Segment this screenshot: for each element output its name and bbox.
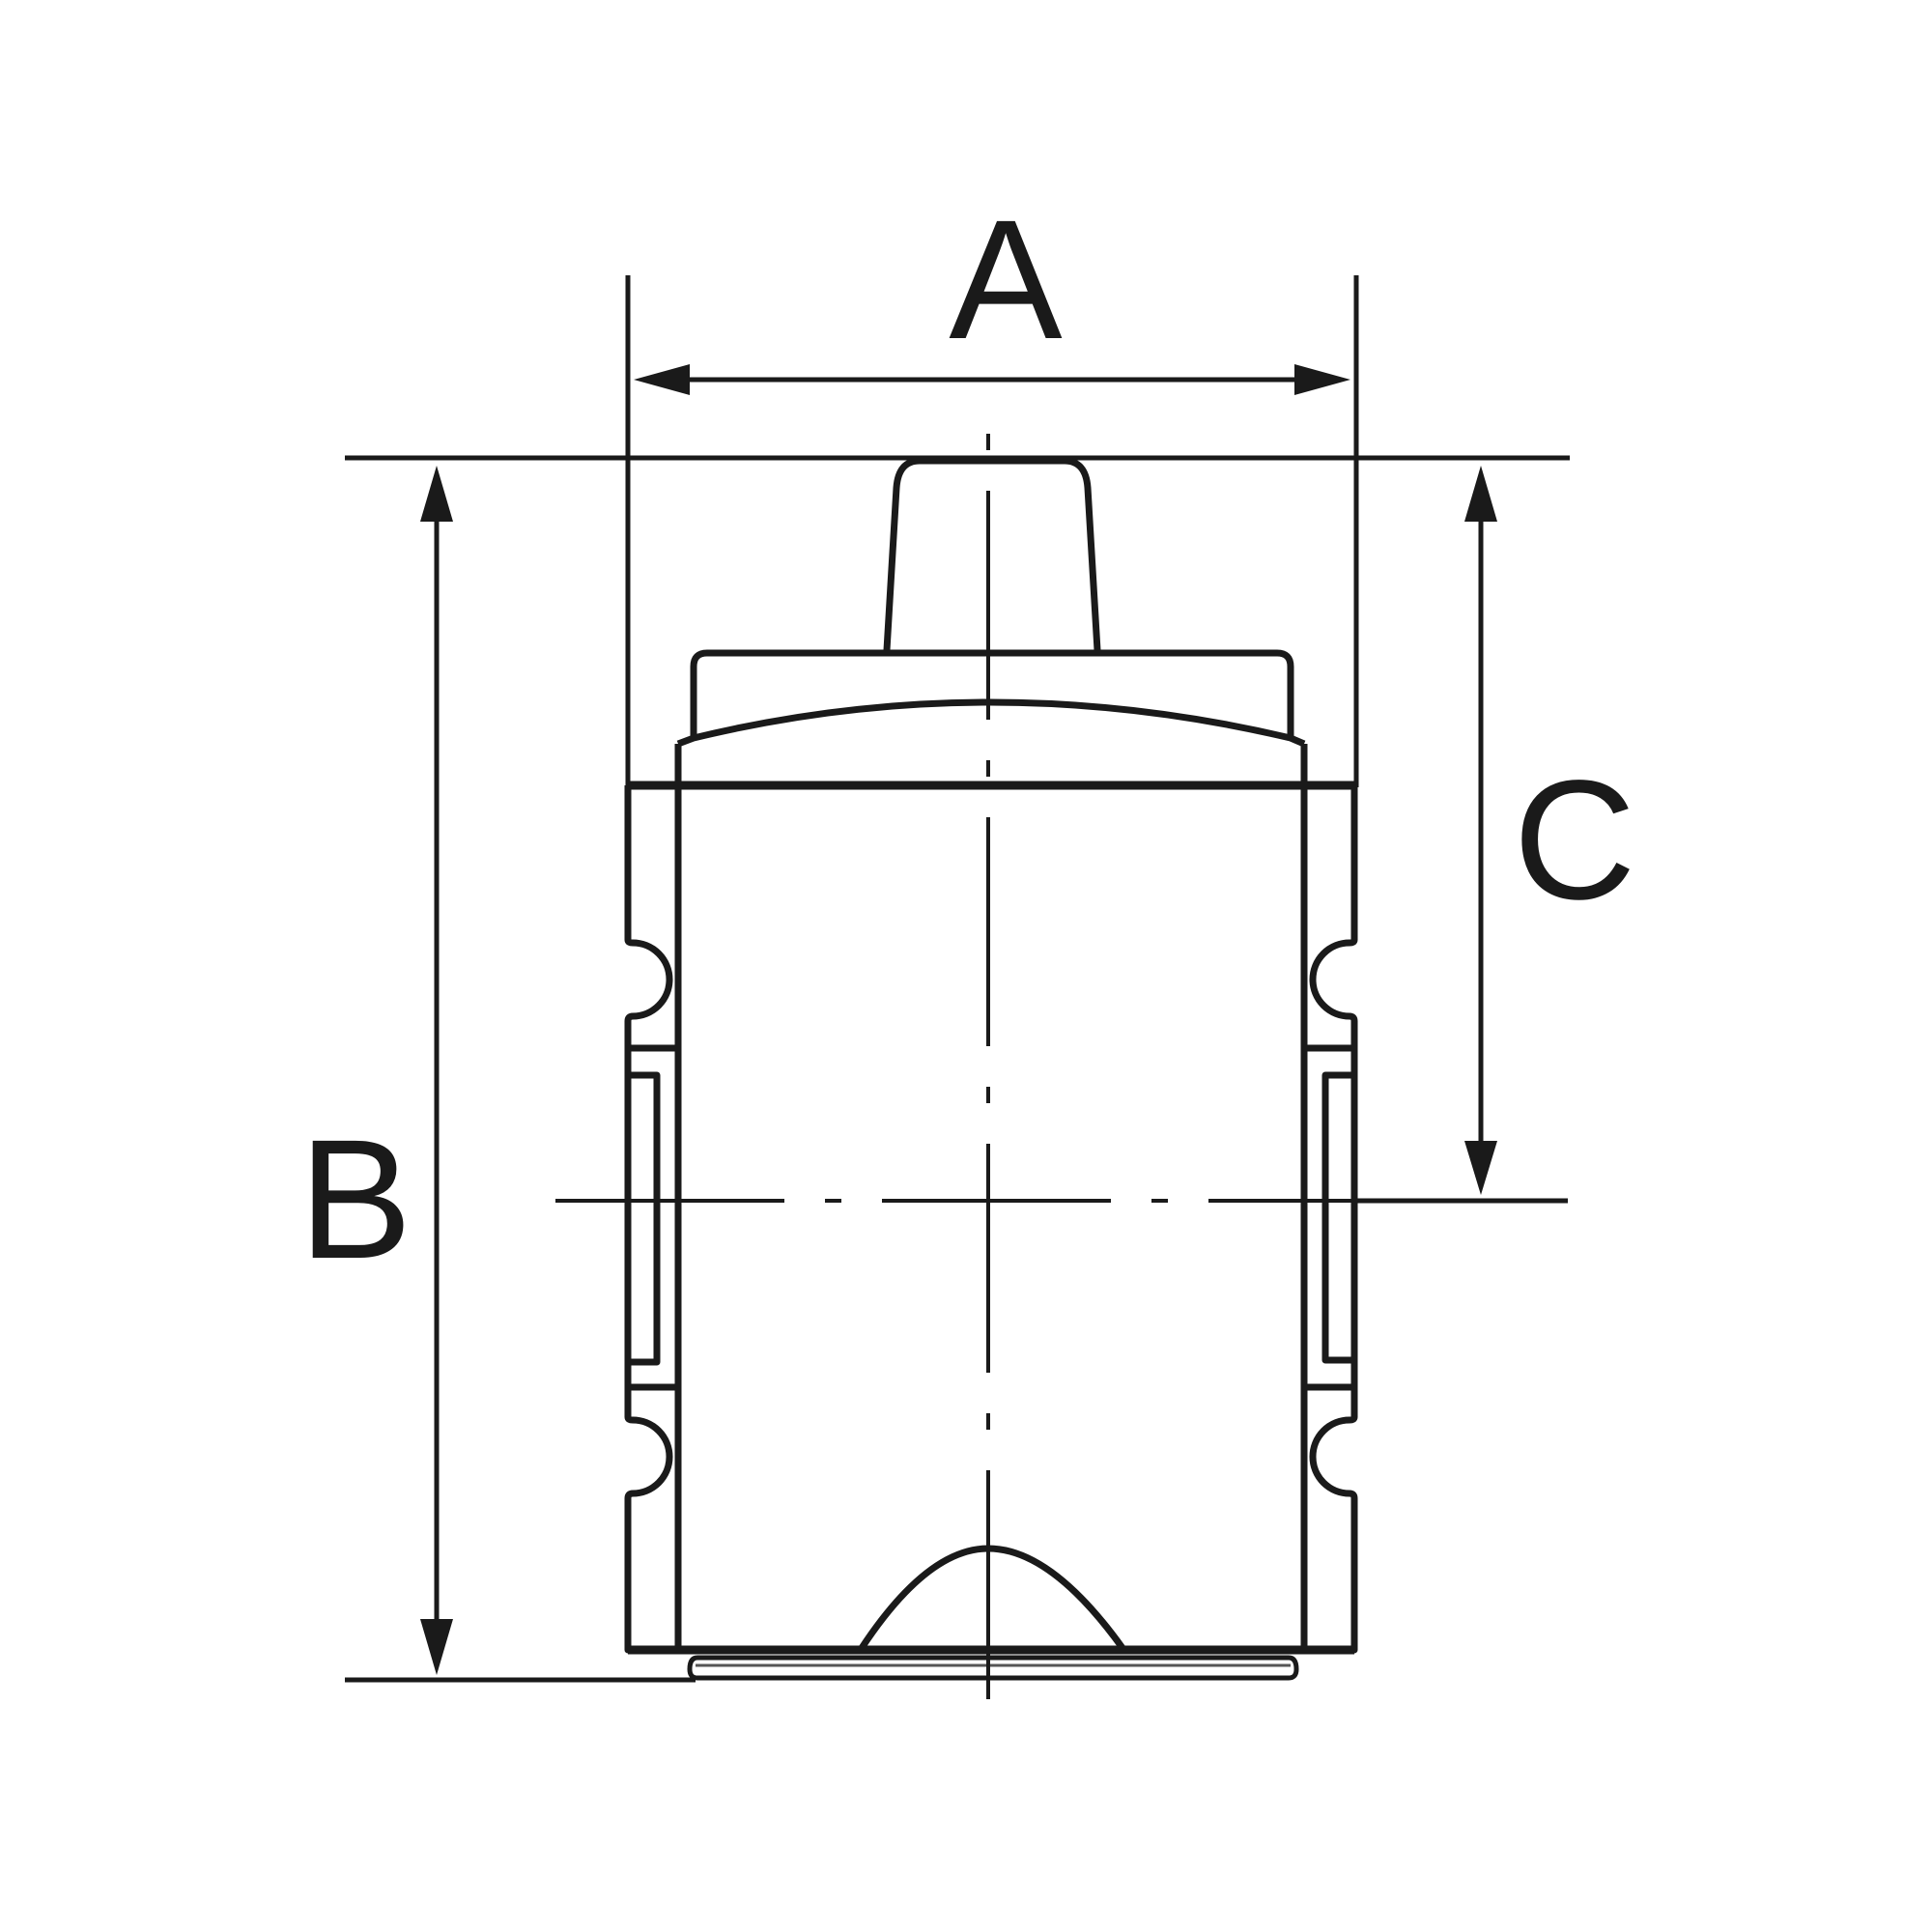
right-port-slot (1321, 1071, 1354, 1364)
arrow-up-icon (1464, 466, 1497, 522)
arrow-left-icon (634, 364, 690, 395)
bottom-arch (859, 1545, 1125, 1651)
arrow-down-icon (420, 1619, 453, 1675)
cap-ledge (690, 649, 1294, 736)
cap-dome-curve (676, 698, 1306, 748)
extension-lines (345, 275, 1570, 1683)
dimension-label-b: B (298, 1105, 412, 1294)
dimension-a: A (634, 185, 1350, 395)
component-body (624, 457, 1358, 1681)
arrow-down-icon (1464, 1141, 1497, 1195)
dimension-c: C (1464, 466, 1636, 1195)
dimension-label-c: C (1513, 746, 1635, 935)
center-lines (555, 423, 1354, 1739)
left-outer-profile (624, 785, 678, 1654)
dimension-label-a: A (949, 185, 1063, 375)
arrow-up-icon (420, 466, 453, 522)
base-plate (687, 1655, 1299, 1681)
right-outer-profile (1304, 785, 1358, 1654)
left-port-slot (628, 1071, 661, 1366)
dimension-b: B (298, 466, 453, 1675)
top-knob (883, 457, 1101, 651)
arrow-right-icon (1294, 364, 1350, 395)
